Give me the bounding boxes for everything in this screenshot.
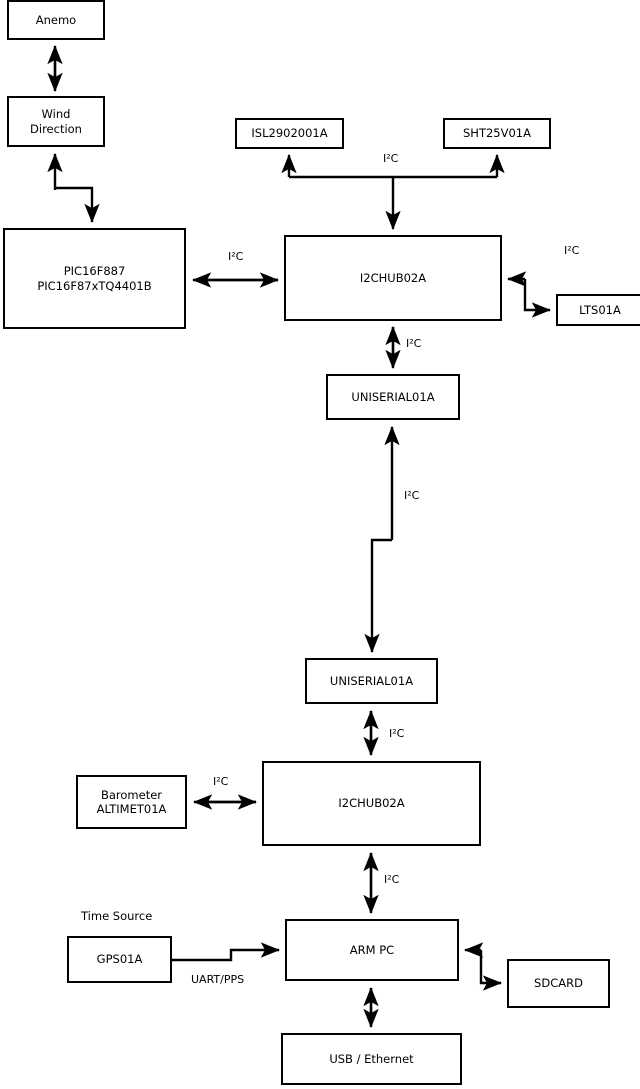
- node-uniserial01a-upper[interactable]: UNISERIAL01A: [326, 374, 460, 420]
- node-uniserial01a-lower[interactable]: UNISERIAL01A: [305, 658, 438, 704]
- node-isl2902001a-label: ISL2902001A: [251, 126, 328, 141]
- node-gps01a[interactable]: GPS01A: [67, 936, 172, 983]
- connector-gps-armpc: [172, 942, 280, 962]
- node-pic-mcu[interactable]: PIC16F887 PIC16F87xTQ4401B: [3, 228, 186, 329]
- node-sht25v01a[interactable]: SHT25V01A: [443, 118, 551, 149]
- node-i2chub02a-bottom[interactable]: I2CHUB02A: [262, 761, 481, 846]
- node-i2chub02a-top[interactable]: I2CHUB02A: [284, 235, 502, 321]
- edge-label-i2c-hub-lts: I²C: [564, 244, 580, 257]
- connector-uniserial-link-down: [364, 538, 392, 653]
- edge-label-i2c-uniserial-hub: I²C: [389, 727, 405, 740]
- node-i2chub02a-top-label: I2CHUB02A: [359, 270, 427, 285]
- edge-label-i2c-sensor-bus: I²C: [383, 152, 399, 165]
- node-barometer[interactable]: Barometer ALTIMET01A: [76, 775, 187, 829]
- edge-label-i2c-pic-hub: I²C: [228, 250, 244, 263]
- node-pic-mcu-label: PIC16F887: [63, 264, 126, 279]
- node-usb-ethernet-label: USB / Ethernet: [329, 1051, 414, 1066]
- edge-label-uart-pps: UART/PPS: [191, 973, 245, 986]
- node-sdcard-label: SDCARD: [534, 976, 583, 991]
- node-i2chub02a-bottom-label: I2CHUB02A: [338, 796, 405, 811]
- connector-wind-pic: [55, 186, 100, 223]
- connector-hub-lts: [523, 279, 551, 318]
- node-usb-ethernet[interactable]: USB / Ethernet: [281, 1033, 462, 1085]
- edge-label-i2c-uniserial-link: I²C: [404, 489, 420, 502]
- node-sht25v01a-label: SHT25V01A: [463, 126, 531, 141]
- node-arm-pc[interactable]: ARM PC: [285, 919, 459, 981]
- node-barometer-label2: ALTIMET01A: [96, 802, 167, 816]
- node-lts01a-label: LTS01A: [579, 302, 621, 317]
- node-wind-direction-label2: Direction: [30, 121, 82, 136]
- label-time-source: Time Source: [81, 909, 153, 923]
- node-arm-pc-label: ARM PC: [349, 942, 395, 957]
- edge-label-i2c-hub-armpc: I²C: [384, 873, 400, 886]
- node-sdcard[interactable]: SDCARD: [507, 959, 610, 1008]
- connector-armpc-sdcard: [479, 950, 502, 991]
- node-gps01a-label: GPS01A: [96, 952, 143, 967]
- edge-label-i2c-hub-uniserial: I²C: [406, 337, 422, 350]
- edge-label-i2c-baro-hub: I²C: [213, 775, 229, 788]
- node-isl2902001a[interactable]: ISL2902001A: [235, 118, 344, 149]
- node-lts01a[interactable]: LTS01A: [556, 294, 640, 326]
- node-anemo[interactable]: Anemo: [7, 0, 105, 40]
- node-barometer-label: Barometer: [100, 787, 163, 802]
- node-wind-direction-label: Wind: [41, 107, 71, 122]
- node-uniserial01a-lower-label: UNISERIAL01A: [329, 673, 414, 688]
- node-uniserial01a-upper-label: UNISERIAL01A: [351, 389, 435, 404]
- node-anemo-label: Anemo: [35, 12, 77, 27]
- node-pic-mcu-label2: PIC16F87xTQ4401B: [37, 278, 152, 293]
- node-wind-direction[interactable]: Wind Direction: [7, 96, 105, 147]
